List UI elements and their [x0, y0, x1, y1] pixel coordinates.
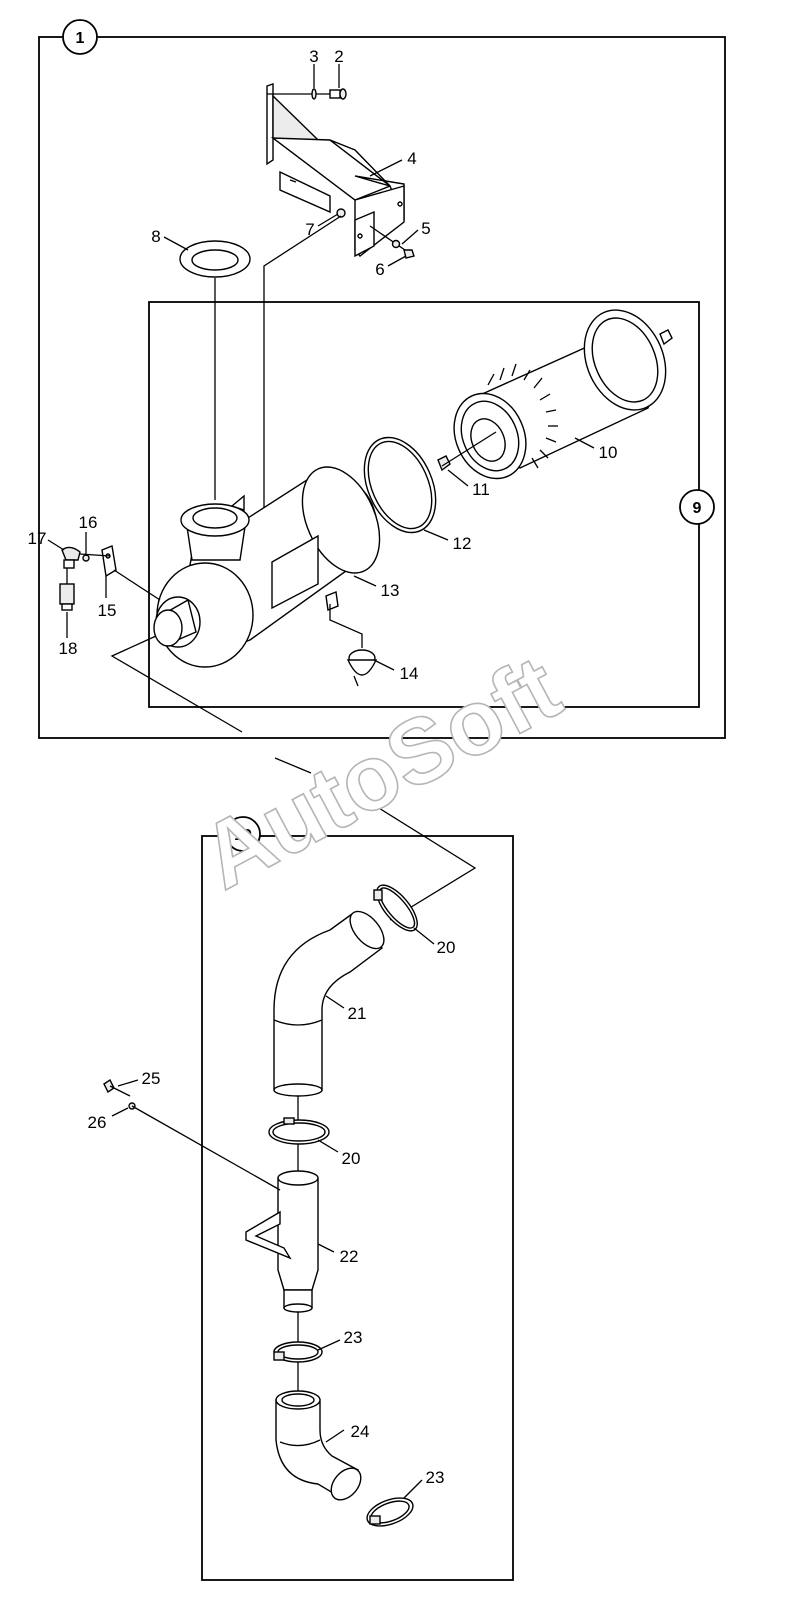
- callout-13: 13: [381, 581, 400, 600]
- bolt-washer-parts: [267, 88, 415, 259]
- restriction-indicator-parts: [59, 545, 161, 611]
- hose-clamp-23-lower: [366, 1497, 414, 1527]
- group-marker-19: 19: [225, 816, 261, 852]
- bolt-25-washer-26: [103, 1078, 281, 1191]
- callout-5: 5: [421, 219, 430, 238]
- elbow-hose-24: [275, 1390, 362, 1501]
- callout-4: 4: [407, 149, 416, 168]
- callout-8: 8: [151, 227, 160, 246]
- callout-24: 24: [351, 1422, 370, 1441]
- watermark: AutoSoft: [185, 636, 576, 908]
- callout-14: 14: [400, 664, 419, 683]
- callout-17: 17: [28, 529, 47, 548]
- callout-10: 10: [599, 443, 618, 462]
- svg-text:9: 9: [693, 500, 702, 517]
- callout-15: 15: [98, 601, 117, 620]
- callout-7: 7: [305, 220, 314, 239]
- group-box-1: [38, 36, 726, 739]
- callout-12: 12: [453, 534, 472, 553]
- callout-labels: 2 3 4 5 6 7 8 10 11 12 13 14 15 16 17 18…: [28, 47, 618, 1487]
- hose-clamp-20-upper: [373, 884, 418, 932]
- svg-text:19: 19: [234, 827, 252, 844]
- wing-nut-11: [437, 431, 497, 472]
- bracket-part: [266, 83, 405, 258]
- callout-11: 11: [472, 480, 490, 499]
- callout-20-lower: 20: [342, 1149, 361, 1168]
- callout-2: 2: [334, 47, 343, 66]
- callout-leader-lines: [47, 64, 595, 1499]
- elbow-hose-21: [273, 910, 385, 1097]
- callout-20-upper: 20: [437, 938, 456, 957]
- callout-18: 18: [59, 639, 78, 658]
- callout-16: 16: [79, 513, 98, 532]
- callout-6: 6: [375, 260, 384, 279]
- gasket-part-8: [179, 240, 251, 278]
- callout-25: 25: [142, 1069, 161, 1088]
- callout-23-upper: 23: [344, 1328, 363, 1347]
- group-box-19: [201, 835, 514, 1581]
- group-marker-1: 1: [62, 19, 98, 55]
- callout-26: 26: [88, 1113, 107, 1132]
- hose-clamp-20-lower: [268, 1117, 330, 1145]
- air-cleaner-housing: [153, 466, 381, 668]
- tube-22: [245, 1170, 319, 1313]
- callout-21: 21: [348, 1004, 367, 1023]
- seal-ring-12: [363, 436, 437, 534]
- callout-23-lower: 23: [426, 1468, 445, 1487]
- callout-22: 22: [340, 1247, 359, 1266]
- svg-text:1: 1: [76, 30, 85, 47]
- callout-3: 3: [309, 47, 318, 66]
- group-marker-9: 9: [679, 489, 715, 525]
- hose-clamp-23-upper: [273, 1341, 323, 1363]
- vacuator-valve-14: [346, 649, 378, 687]
